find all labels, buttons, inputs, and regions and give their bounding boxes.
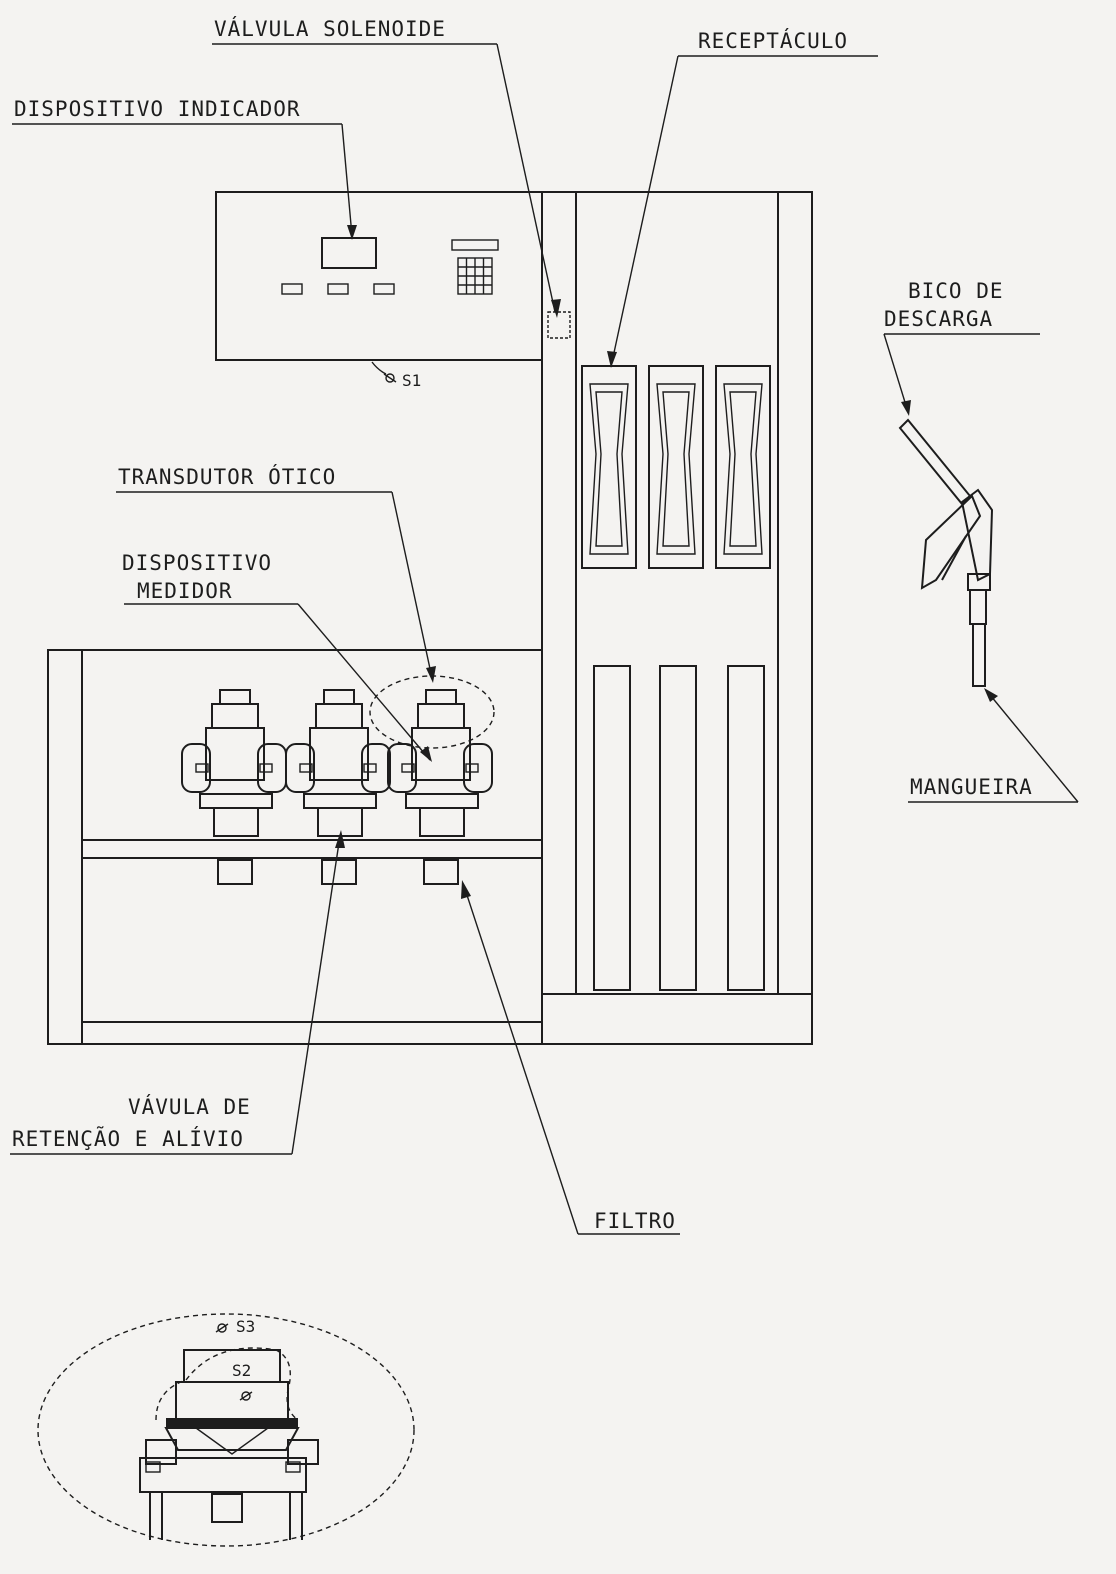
nozzle-holder-2: [648, 365, 704, 569]
hose-slot-2: [659, 665, 697, 991]
sensor-s1-icon: S1: [371, 361, 421, 390]
hose-icon: [972, 623, 986, 687]
nozzle-holder-1: [581, 365, 637, 569]
hose-slot-1: [593, 665, 631, 991]
discharge-nozzle-icon: [898, 418, 994, 687]
optical-transducer-highlight: [369, 675, 495, 749]
price-display-3: [373, 283, 395, 295]
label-transdutor-otico: TRANSDUTOR ÓTICO: [116, 464, 436, 683]
sensor-s2-label: S2: [232, 1361, 251, 1380]
solenoid-valve-icon: [547, 311, 571, 339]
label-transdutor-otico-text: TRANSDUTOR ÓTICO: [118, 464, 336, 489]
label-medidor-line2: MEDIDOR: [137, 579, 233, 603]
label-filtro-text: FILTRO: [594, 1209, 676, 1233]
filter-3: [423, 859, 459, 885]
label-valvula-retencao: VÁVULA DE RETENÇÃO E ALÍVIO: [10, 830, 345, 1155]
price-display-2: [327, 283, 349, 295]
label-valvula-solenoide: VÁLVULA SOLENOIDE: [212, 16, 561, 318]
keypad-display: [451, 239, 499, 251]
label-bico-de-descarga: BICO DE DESCARGA: [883, 279, 1040, 416]
nozzle-holder-3: [715, 365, 771, 569]
dispenser-tower: [541, 191, 813, 1045]
label-retencao-line2: RETENÇÃO E ALÍVIO: [12, 1125, 244, 1151]
label-retencao-line1: VÁVULA DE: [128, 1094, 251, 1119]
indicator-head: S1: [215, 191, 543, 390]
hose-slot-3: [727, 665, 765, 991]
label-mangueira-text: MANGUEIRA: [910, 775, 1033, 799]
label-bico-line2: DESCARGA: [884, 307, 993, 331]
sensor-s2-icon: [239, 1391, 253, 1401]
meter-unit-2: [285, 689, 391, 885]
label-receptaculo-text: RECEPTÁCULO: [698, 28, 848, 53]
meter-unit-1: [181, 689, 287, 885]
filter-2: [321, 859, 357, 885]
label-dispositivo-indicador-text: DISPOSITIVO INDICADOR: [14, 97, 301, 121]
label-mangueira: MANGUEIRA: [908, 688, 1079, 803]
price-display-1: [281, 283, 303, 295]
label-filtro: FILTRO: [461, 880, 680, 1235]
sensor-s1-label: S1: [402, 371, 421, 390]
label-medidor-line1: DISPOSITIVO: [122, 551, 272, 575]
label-valvula-solenoide-text: VÁLVULA SOLENOIDE: [214, 16, 446, 41]
filter-1: [217, 859, 253, 885]
label-dispositivo-indicador: DISPOSITIVO INDICADOR: [12, 97, 357, 240]
detail-view: S3 S2: [37, 1313, 415, 1547]
label-dispositivo-medidor: DISPOSITIVO MEDIDOR: [122, 551, 432, 762]
main-display: [321, 237, 377, 269]
sensor-s3-label: S3: [236, 1317, 255, 1336]
keypad-icon: [457, 257, 493, 295]
hydraulic-cabinet: [47, 649, 543, 1045]
label-bico-line1: BICO DE: [908, 279, 1004, 303]
meter-unit-3: [387, 689, 493, 885]
label-receptaculo: RECEPTÁCULO: [607, 28, 878, 368]
sensor-s3-icon: S3: [215, 1317, 255, 1336]
